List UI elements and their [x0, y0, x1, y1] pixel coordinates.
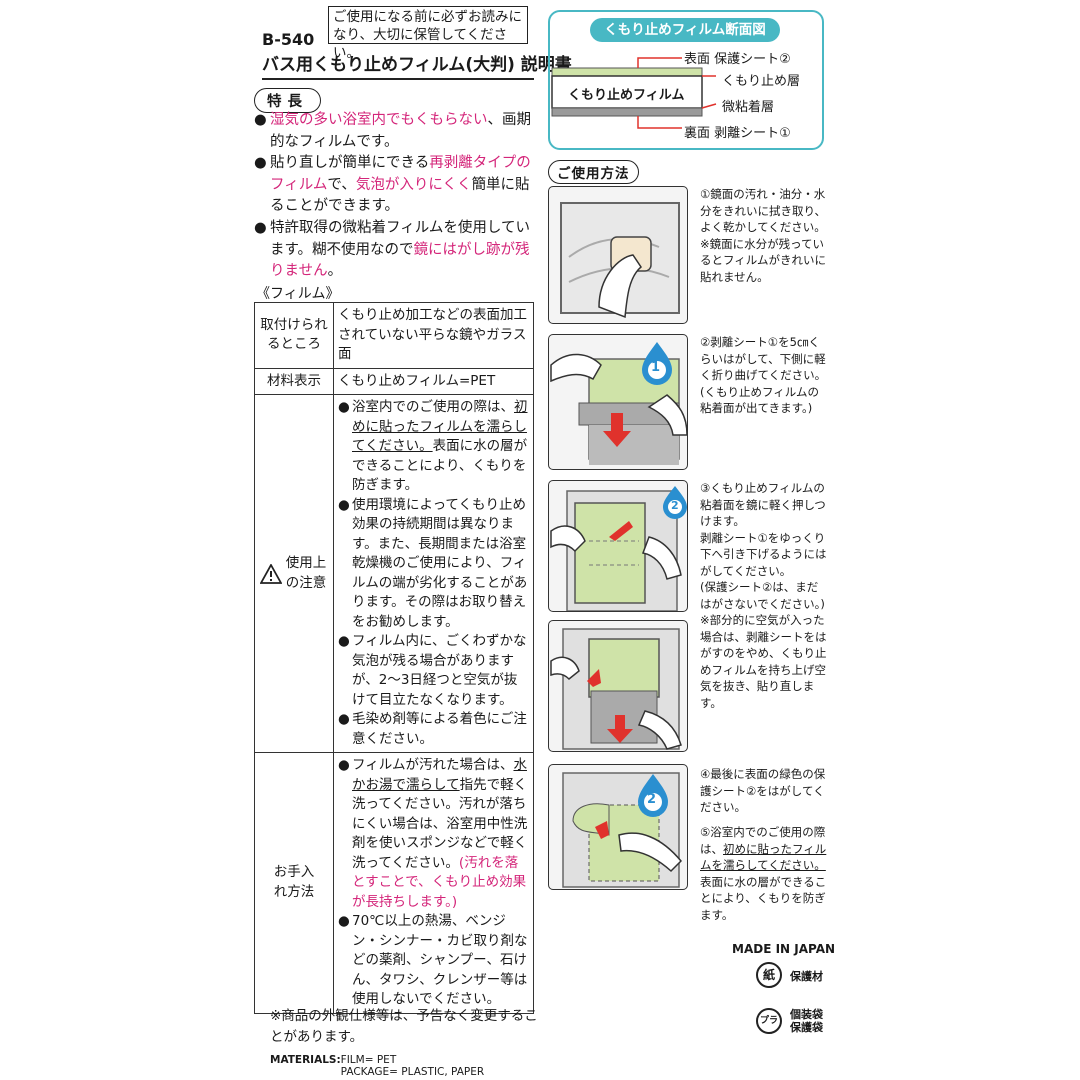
plastic-recycle-icon: プラ — [756, 1008, 782, 1034]
table-row: お手入れ方法 ●フィルムが汚れた場合は、水かお湯で濡らして指先で軽く洗ってくださ… — [254, 752, 534, 1014]
antifog-layer-label: くもり止め層 — [722, 74, 801, 89]
bullet-icon: ● — [254, 155, 267, 171]
feature-item: ● 湿気の多い浴室内でもくもらない、画期的なフィルムです。 — [254, 112, 531, 150]
caution-label-cell: 使用上の注意 — [254, 394, 334, 753]
cross-section-drawing — [551, 57, 717, 129]
back-sheet-label: 裏面 剥離シート① — [684, 126, 791, 141]
bullet-icon: ● — [338, 711, 350, 727]
diagram-title: くもり止めフィルム断面図 — [590, 18, 780, 42]
step4-text: ④最後に表面の緑色の保護シート②をはがしてください。 — [700, 767, 826, 814]
bullet-icon: ● — [338, 757, 350, 773]
bullet-icon: ● — [254, 112, 267, 128]
table-row: 材料表示 くもり止めフィルム=PET — [254, 367, 534, 395]
step-badge-1-number: 1 — [651, 360, 661, 375]
step3-text: ③くもり止めフィルムの粘着面を鏡に軽く押しつけます。 剥離シート①をゆっくり下へ… — [700, 481, 827, 710]
material-label: 材料表示 — [254, 367, 334, 395]
step4-illustration — [548, 764, 688, 890]
plastic-recycle-label: 個装袋 保護袋 — [790, 1008, 823, 1034]
press-film-illustration — [550, 490, 682, 611]
adhesive-layer-label: 微粘着層 — [722, 100, 775, 115]
peel-protective-sheet-illustration — [562, 772, 683, 888]
bullet-icon: ● — [338, 913, 350, 929]
wipe-mirror-illustration — [560, 202, 680, 319]
cross-section-diagram — [548, 10, 824, 150]
film-section-heading: 《フィルム》 — [256, 286, 340, 302]
leader-lines — [637, 57, 717, 129]
paper-recycle-icon: 紙 — [756, 962, 782, 988]
bullet-icon: ● — [338, 496, 350, 513]
film-spec-table: 取付けられるところ くもり止め加工などの表面加工されていない平らな鏡やガラス面 … — [254, 302, 534, 1014]
step2-text: ②剥離シート①を5㎝くらいはがして、下側に軽く折り曲げてください。 (くもり止め… — [700, 335, 827, 415]
step-badge-4-number: 2 — [647, 792, 657, 807]
list-item: ●70℃以上の熱湯、ベンジン・シンナー・カビ取り剤などの薬剤、シャンプー、石けん… — [338, 913, 528, 1007]
care-list: ●フィルムが汚れた場合は、水かお湯で濡らして指先で軽く洗ってください。汚れが落ち… — [333, 752, 534, 1014]
film-label: くもり止めフィルム — [568, 88, 685, 103]
list-item: ●フィルムが汚れた場合は、水かお湯で濡らして指先で軽く洗ってください。汚れが落ち… — [338, 757, 528, 910]
warning-icon — [260, 563, 282, 584]
paper-recycle-label: 保護材 — [790, 970, 823, 983]
list-item: ●毛染め剤等による着色にご注意ください。 — [338, 711, 527, 747]
list-item: ●浴室内でのご使用の際は、初めに貼ったフィルムを濡らしてください。表面に水の層が… — [338, 399, 528, 493]
peel-release-sheet-illustration — [550, 353, 687, 465]
table-row: 使用上の注意 ●浴室内でのご使用の際は、初めに貼ったフィルムを濡らしてください。… — [254, 394, 534, 753]
step3b-illustration — [548, 620, 688, 752]
mount-value: くもり止め加工などの表面加工されていない平らな鏡やガラス面 — [333, 302, 534, 369]
step-badge-2-number: 2 — [671, 499, 679, 512]
howto-heading: ご使用方法 — [548, 160, 639, 184]
bullet-icon: ● — [338, 633, 350, 649]
list-item: ●フィルム内に、ごくわずかな気泡が残る場合がありますが、2〜3日経つと空気が抜け… — [338, 633, 527, 708]
release-sheet-layer — [551, 107, 703, 117]
step1-illustration — [548, 186, 688, 324]
read-before-use-notice: ご使用になる前に必ずお読みに なり、大切に保管してください。 — [328, 6, 528, 61]
bullet-icon: ● — [254, 220, 267, 236]
step-badge-2-icon — [663, 486, 687, 519]
feature-item: ● 貼り直しが簡単にできる再剥離タイプのフィルムで、気泡が入りにくく簡単に貼るこ… — [254, 155, 531, 214]
feature-item: ● 特許取得の微粘着フィルムを使用しています。糊不使用なので鏡にはがし跡が残りま… — [254, 220, 530, 279]
care-label: お手入れ方法 — [254, 752, 334, 1014]
product-code: B-540 — [262, 30, 315, 49]
page-title: バス用くもり止めフィルム(大判) 説明書 — [262, 50, 572, 80]
spec-change-note: ※商品の外観仕様等は、予告なく変更することがあります。 — [270, 1008, 538, 1045]
material-value: くもり止めフィルム=PET — [333, 367, 534, 395]
materials-info: MATERIALS:FILM= PET MATERIALS:PACKAGE= P… — [270, 1054, 485, 1078]
mount-label: 取付けられるところ — [254, 302, 334, 369]
table-row: 取付けられるところ くもり止め加工などの表面加工されていない平らな鏡やガラス面 — [254, 302, 534, 369]
step-badge-4-icon — [638, 774, 668, 817]
made-in-label: MADE IN JAPAN — [732, 942, 836, 956]
step1-text: ①鏡面の汚れ・油分・水分をきれいに拭き取り、よく乾かしてください。 ※鏡面に水分… — [700, 187, 827, 284]
caution-label: 使用上の注意 — [285, 555, 327, 591]
step5-text: ⑤浴室内でのご使用の際は、初めに貼ったフィルムを濡らしてください。表面に水の層が… — [700, 825, 827, 922]
bullet-icon: ● — [338, 399, 350, 415]
list-item: ●使用環境によってくもり止め効果の持続期間は異なります。また、長期間または浴室乾… — [338, 496, 528, 630]
caution-list: ●浴室内でのご使用の際は、初めに貼ったフィルムを濡らしてください。表面に水の層が… — [333, 394, 534, 753]
top-sheet-label: 表面 保護シート② — [684, 52, 791, 67]
step-badge-1-icon — [642, 342, 672, 385]
protective-sheet-layer — [551, 67, 703, 77]
pull-down-release-sheet-illustration — [550, 628, 682, 750]
features-heading: 特長 — [254, 88, 321, 113]
